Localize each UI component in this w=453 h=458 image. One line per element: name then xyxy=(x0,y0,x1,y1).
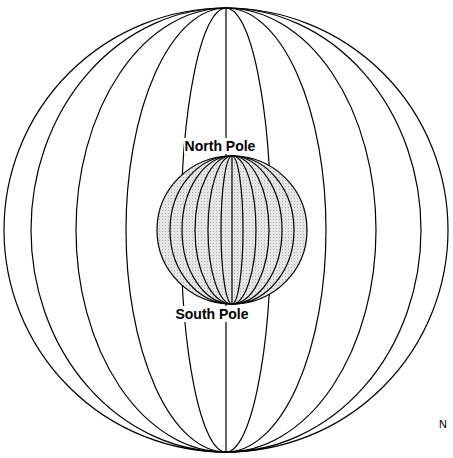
inner-meridian xyxy=(221,156,243,304)
inner-meridian xyxy=(182,156,282,304)
inner-meridian xyxy=(195,156,269,304)
inner-sphere xyxy=(157,156,307,304)
pole-label: South Pole xyxy=(174,306,249,322)
fragment-label: N xyxy=(438,416,448,432)
outer-sphere xyxy=(4,8,448,452)
inner-axis xyxy=(231,156,232,304)
inner-meridian xyxy=(170,156,294,304)
meridian xyxy=(126,8,326,452)
meridian xyxy=(31,8,421,452)
inner-meridian xyxy=(208,156,256,304)
pole-label: North Pole xyxy=(184,138,257,154)
meridian xyxy=(76,8,376,452)
